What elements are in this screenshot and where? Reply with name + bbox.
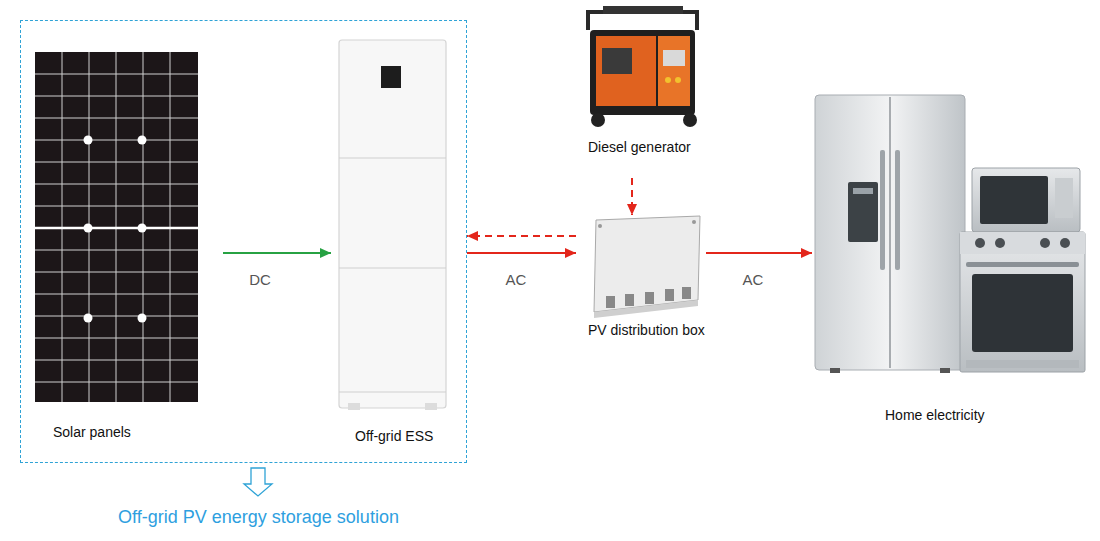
solar-panel-art bbox=[35, 52, 198, 402]
flow-arrow bbox=[467, 235, 576, 237]
flow-arrow bbox=[706, 252, 812, 254]
node-label: Diesel generator bbox=[588, 138, 691, 156]
ess-node: Off-grid ESS bbox=[331, 41, 467, 446]
edge-label: DC bbox=[249, 271, 271, 289]
hollow-arrow bbox=[244, 468, 272, 496]
edge-label: AC bbox=[506, 271, 527, 289]
flow-arrow bbox=[631, 178, 633, 215]
flow-arrow bbox=[467, 252, 576, 254]
solar-panel-node: Solar panels bbox=[36, 53, 223, 445]
distribution-box-art bbox=[594, 216, 700, 318]
node-label: Home electricity bbox=[885, 406, 985, 424]
flow-arrow bbox=[223, 252, 331, 254]
solution-caption: Off-grid PV energy storage solution bbox=[21, 506, 496, 528]
home-appliances-art bbox=[815, 95, 1085, 373]
node-label: Solar panels bbox=[53, 423, 131, 441]
solution-frame: Off-grid PV energy storage solutionSolar… bbox=[20, 20, 467, 463]
distribution-box-node: PV distribution box bbox=[576, 215, 706, 339]
node-label: Off-grid ESS bbox=[355, 427, 433, 445]
home-node: Home electricity bbox=[812, 92, 1088, 424]
generator-node: Diesel generator bbox=[575, 5, 715, 178]
edge-label: AC bbox=[743, 271, 764, 289]
node-label: PV distribution box bbox=[588, 321, 705, 339]
ess-cabinet-art bbox=[339, 40, 446, 410]
diesel-generator-art bbox=[588, 6, 697, 127]
